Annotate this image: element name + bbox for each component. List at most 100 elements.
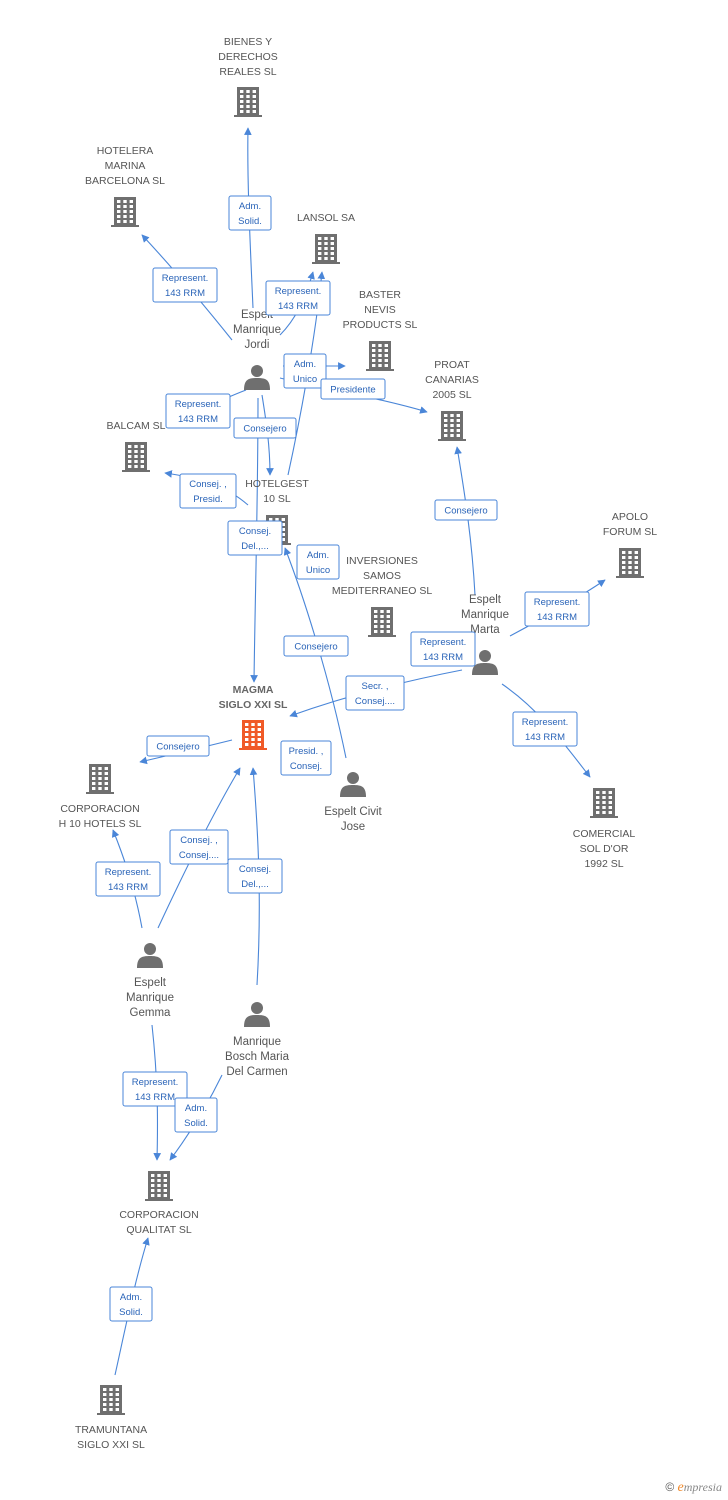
footer-brand: © empresia (665, 1480, 722, 1496)
building-icon (122, 442, 150, 472)
relation-label[interactable]: Adm.Solid. (174, 1097, 218, 1133)
relation-label[interactable]: Represent. 143 RRM (152, 267, 218, 303)
relation-label-text: Consej. (290, 761, 322, 772)
person-icon (244, 1002, 270, 1027)
building-icon (234, 87, 262, 117)
relation-label-text: Represent. (522, 717, 568, 728)
relation-label[interactable]: Adm.Unico (296, 544, 340, 580)
relation-label-text: Consej. (239, 864, 271, 875)
building-icon (145, 1171, 173, 1201)
relation-label[interactable]: Consej.Del.,... (227, 858, 283, 894)
relation-label[interactable]: Consejero (434, 499, 498, 521)
relation-label[interactable]: Represent. 143 RRM (512, 711, 578, 747)
relation-label-text: Adm. (307, 550, 329, 561)
relation-label[interactable]: Represent. 143 RRM (95, 861, 161, 897)
relation-label-text: Represent. (162, 273, 208, 284)
relation-label[interactable]: Consejero (233, 417, 297, 439)
building-icon (111, 197, 139, 227)
relation-label-text: Presid. , (289, 746, 324, 757)
person-icon (472, 650, 498, 675)
relation-label[interactable]: Consejero (283, 635, 349, 657)
relation-label[interactable]: Consej. , Consej.... (169, 829, 229, 865)
relation-label-text: Consejero (444, 506, 487, 517)
relation-label[interactable]: Represent.143 RRM (265, 280, 331, 316)
relation-label-text: Consej. (239, 526, 271, 537)
relation-label-text: Presid. (193, 494, 223, 505)
relation-label[interactable]: Adm. Unico (283, 353, 327, 389)
relation-label[interactable]: Presidente (320, 378, 386, 400)
person-icon (244, 365, 270, 390)
relation-label[interactable]: Consej. ,Presid. (179, 473, 237, 509)
relation-label[interactable]: Consejero (146, 735, 210, 757)
building-icon (616, 548, 644, 578)
empresia-logo-initial: e (677, 1480, 684, 1495)
relation-label-text: Consej. , (180, 835, 218, 846)
relation-label-text: Represent. (105, 867, 151, 878)
relation-label-text: Unico (293, 374, 317, 385)
node-lansol[interactable]: LANSOL SA (297, 212, 355, 264)
relation-label-text: Solid. (238, 216, 262, 227)
relation-label-text: 143 RRM (165, 288, 205, 299)
building-icon (86, 764, 114, 794)
svg-text:LANSOL SA: LANSOL SA (297, 212, 355, 224)
relation-label-text: Adm. (294, 359, 316, 370)
relation-label-text: Adm. (239, 201, 261, 212)
relation-label-text: Represent. (275, 286, 321, 297)
relation-label[interactable]: Secr. ,Consej.... (345, 675, 405, 711)
node-balcam[interactable]: BALCAM SL (107, 420, 166, 472)
empresia-logo-text: mpresia (683, 1480, 722, 1494)
building-icon (438, 411, 466, 441)
relation-label[interactable]: Adm.Solid. (109, 1286, 153, 1322)
relation-label[interactable]: Represent.143 RRM (122, 1071, 188, 1107)
relation-label-text: 143 RRM (108, 882, 148, 893)
relation-label-text: 143 RRM (537, 612, 577, 623)
relation-label[interactable]: Consej. Del.,... (227, 520, 283, 556)
relation-label-text: Del.,... (241, 541, 268, 552)
relation-label[interactable]: Represent.143 RRM (410, 631, 476, 667)
relation-label-text: Represent. (175, 399, 221, 410)
edge-marta-proat (454, 446, 476, 596)
relation-label[interactable]: Presid. , Consej. (280, 740, 332, 776)
relation-label-text: Consejero (156, 742, 199, 753)
relation-label-text: 143 RRM (135, 1092, 175, 1103)
relation-label-text: 143 RRM (525, 732, 565, 743)
building-icon (312, 234, 340, 264)
relation-label-text: Adm. (185, 1103, 207, 1114)
relation-label[interactable]: Represent.143 RRM (165, 393, 231, 429)
relation-label-text: Represent. (420, 637, 466, 648)
relation-label[interactable]: Adm. Solid. (228, 195, 272, 231)
relation-label[interactable]: Represent.143 RRM (524, 591, 590, 627)
relation-label-text: Consej.... (179, 850, 219, 861)
